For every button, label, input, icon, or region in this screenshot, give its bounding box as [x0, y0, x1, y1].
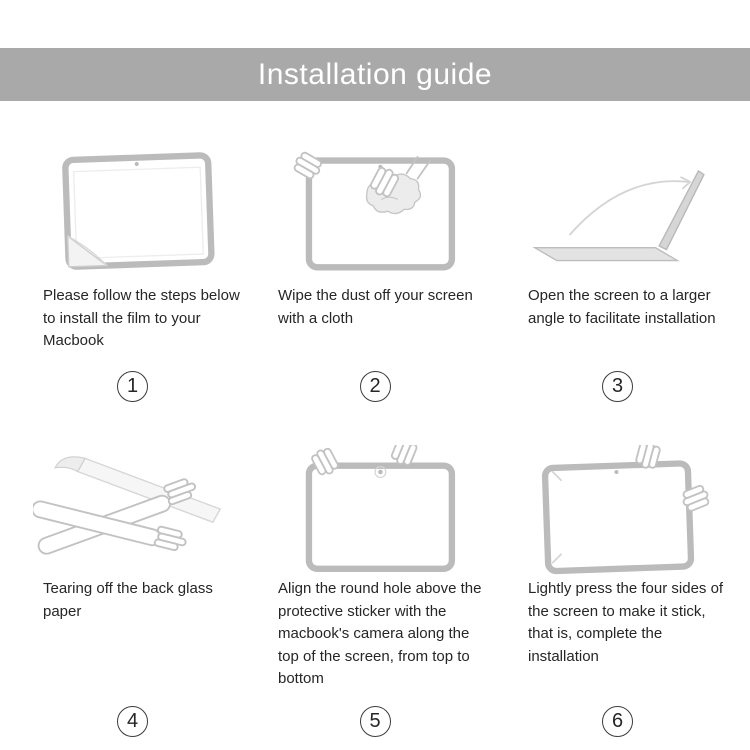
hands-wiping-cloth-icon	[293, 151, 456, 271]
step-2-illustration	[250, 143, 500, 283]
hands-pressing-edges-icon	[541, 445, 709, 575]
step-4: Tearing off the back glass paper 4	[15, 444, 250, 750]
open-laptop-icon	[531, 169, 705, 262]
step-1-illustration	[15, 143, 250, 283]
hands-aligning-film-icon	[305, 445, 456, 572]
step-5-caption: Align the round hole above the protectiv…	[278, 580, 482, 687]
hands-tearing-paper-icon	[32, 456, 221, 555]
step-2-number: 2	[359, 371, 391, 402]
step-2: Wipe the dust off your screen with a clo…	[250, 143, 500, 422]
step-3-number: 3	[602, 371, 633, 402]
step-4-number: 4	[117, 706, 148, 737]
step-5-illustration	[250, 444, 500, 576]
page-title: Installation guide	[257, 57, 493, 91]
macbook-screen-film-corner-icon	[61, 152, 215, 270]
steps-row-2: Tearing off the back glass paper 4	[0, 422, 750, 750]
step-2-badge-wrap: 2	[250, 371, 500, 402]
step-3: Open the screen to a larger angle to fac…	[500, 143, 735, 422]
step-3-badge-wrap: 3	[500, 371, 735, 402]
step-1-badge-wrap: 1	[15, 371, 250, 402]
step-2-caption: Wipe the dust off your screen with a clo…	[278, 287, 473, 327]
step-4-badge-wrap: 4	[15, 706, 250, 737]
step-4-illustration	[15, 444, 250, 576]
steps-row-1: Please follow the steps below to install…	[0, 101, 750, 422]
step-4-caption: Tearing off the back glass paper	[43, 580, 213, 620]
step-3-illustration	[500, 143, 735, 283]
step-6-caption: Lightly press the four sides of the scre…	[528, 580, 724, 665]
step-5-badge-wrap: 5	[250, 706, 500, 737]
step-5: Align the round hole above the protectiv…	[250, 444, 500, 750]
step-5-number: 5	[359, 706, 391, 737]
step-6-illustration	[500, 444, 735, 576]
step-1-caption: Please follow the steps below to install…	[43, 287, 240, 349]
step-1: Please follow the steps below to install…	[15, 143, 250, 422]
step-3-caption: Open the screen to a larger angle to fac…	[528, 287, 716, 327]
header-banner: Installation guide	[0, 48, 750, 101]
step-6: Lightly press the four sides of the scre…	[500, 444, 735, 750]
step-1-number: 1	[117, 371, 148, 402]
step-6-number: 6	[602, 706, 633, 737]
step-6-badge-wrap: 6	[500, 706, 735, 737]
